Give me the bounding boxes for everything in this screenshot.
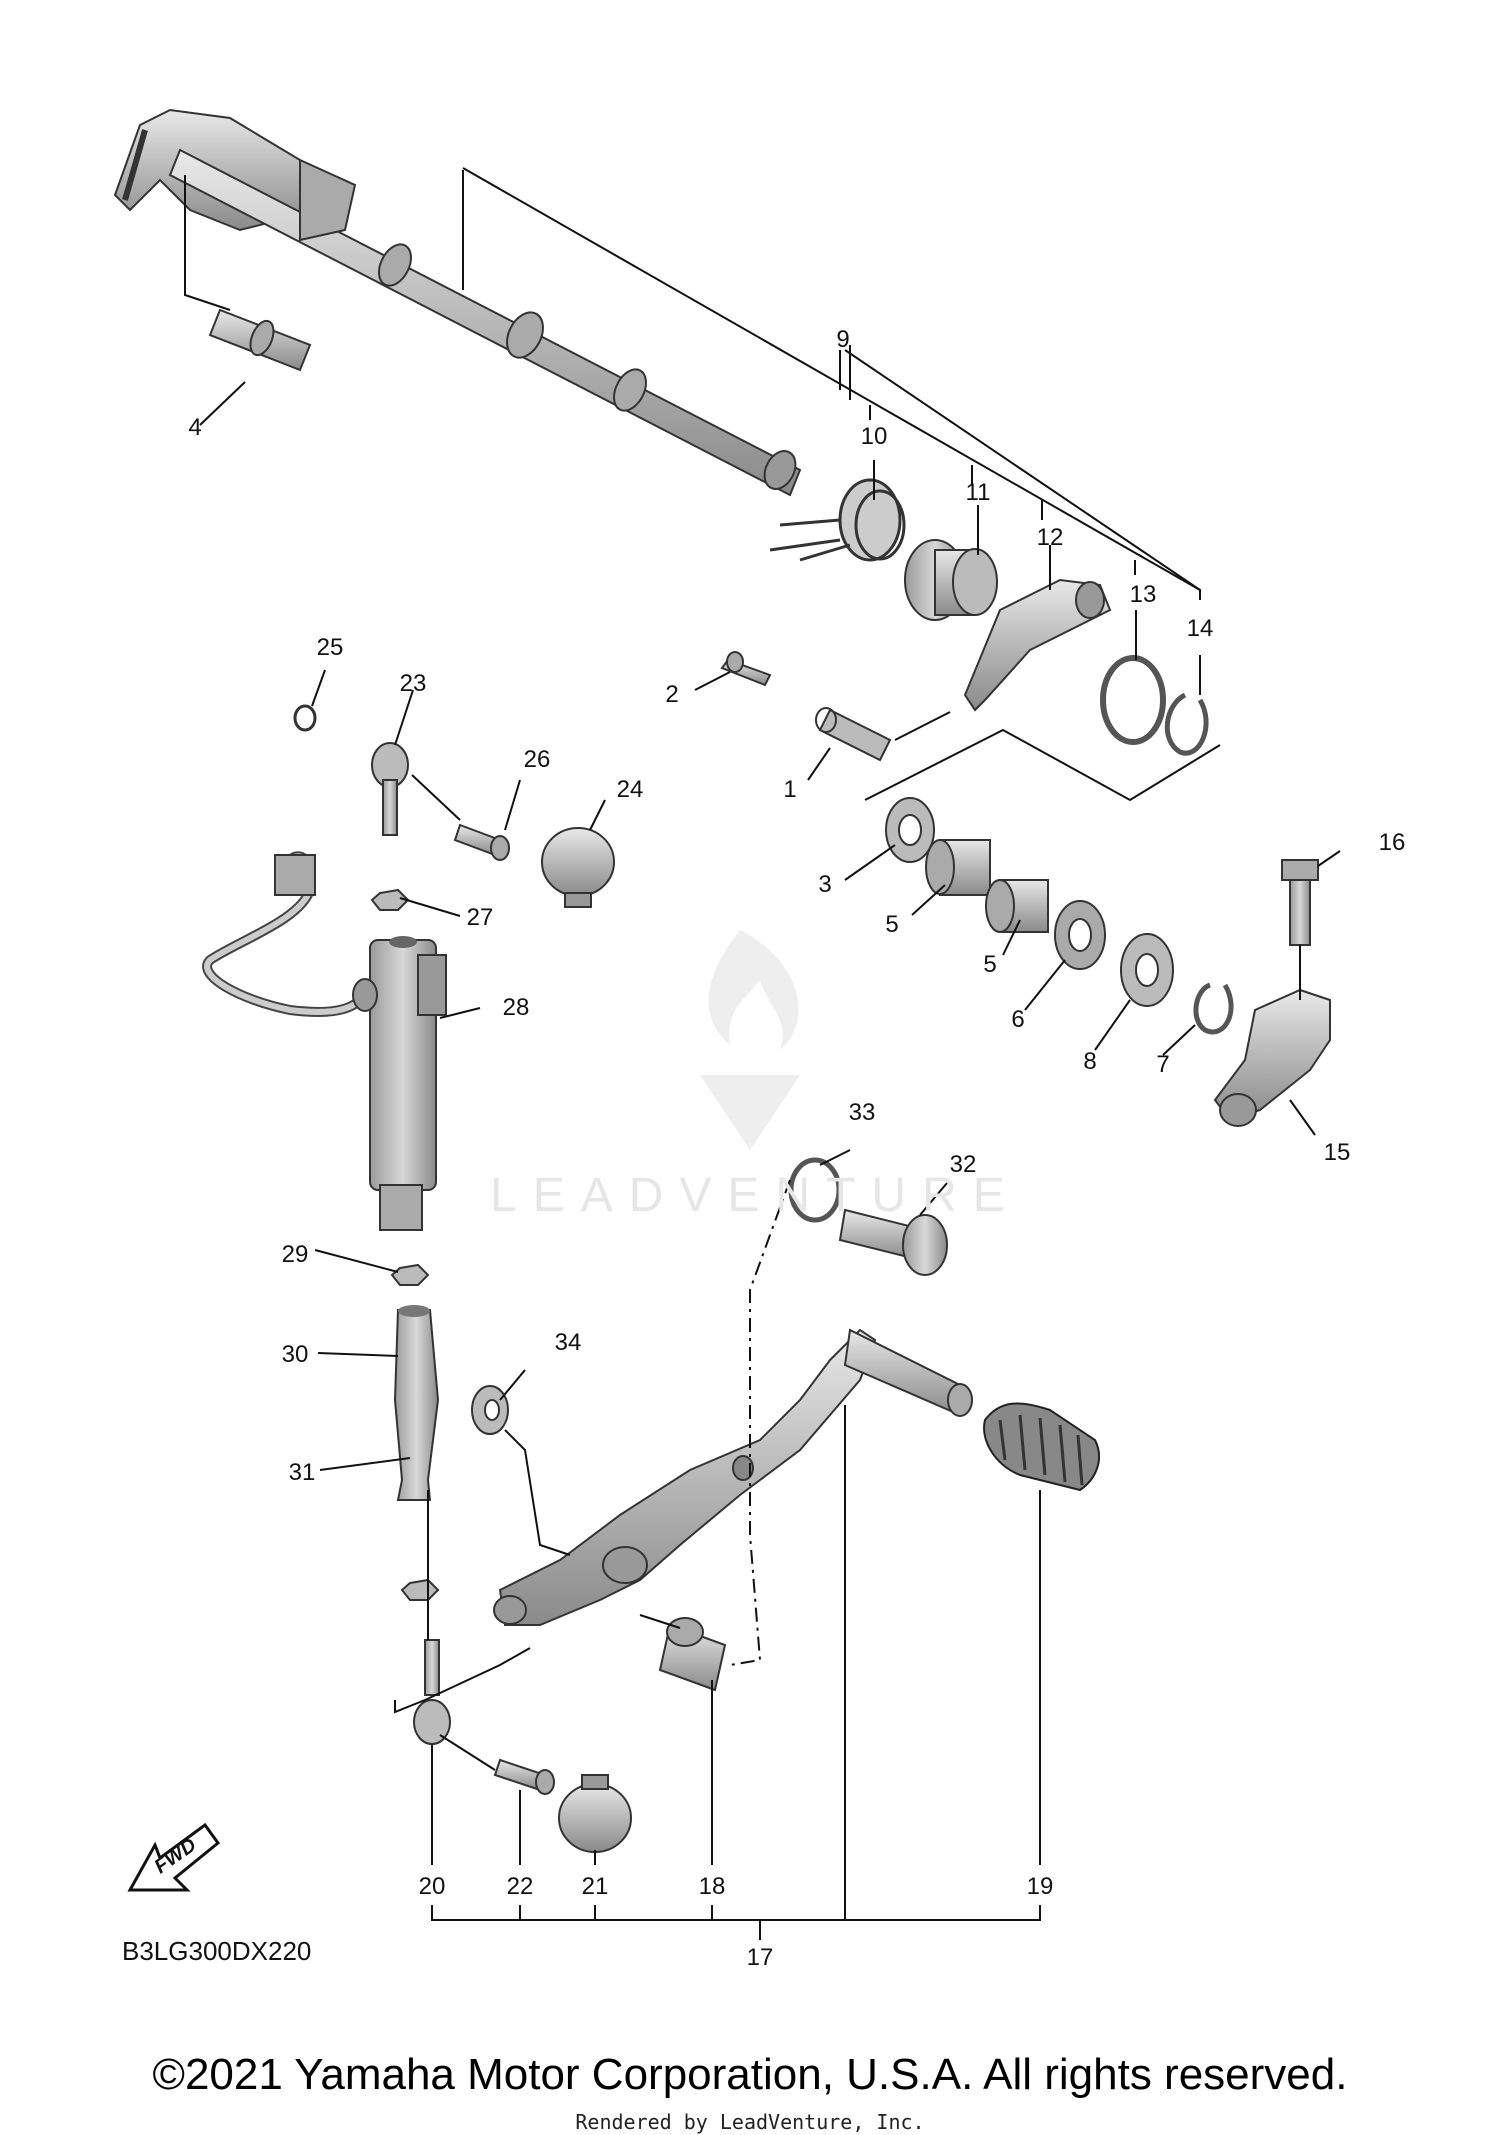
- bolt-26: [453, 823, 510, 861]
- washer-8: [1120, 933, 1174, 1007]
- callout-8: 8: [1083, 1048, 1097, 1075]
- callout-9: 9: [836, 326, 850, 353]
- pin-4: [208, 308, 312, 372]
- leader-lines: [184, 167, 1341, 1940]
- seal-6: [1054, 900, 1106, 970]
- circlip-14: [1164, 692, 1209, 756]
- callout-16: 16: [1378, 829, 1406, 856]
- bushing-18: [658, 1617, 727, 1692]
- callout-21: 21: [581, 1873, 609, 1900]
- spring-10: [769, 478, 906, 562]
- bushing-5a: [925, 839, 991, 896]
- nut-31: [400, 1578, 440, 1601]
- rod-30: [393, 1305, 440, 1501]
- circlip-7: [1193, 982, 1234, 1035]
- fwd-arrow-icon: [127, 1822, 221, 1892]
- callout-33: 33: [848, 1099, 876, 1126]
- callout-5b: 5: [983, 951, 997, 978]
- callout-7: 7: [1156, 1051, 1170, 1078]
- washer-3: [885, 797, 935, 863]
- watermark-logo: [700, 930, 800, 1150]
- callout-13: 13: [1129, 581, 1157, 608]
- copyright-notice: ©2021 Yamaha Motor Corporation, U.S.A. A…: [152, 2050, 1348, 2099]
- callout-28: 28: [502, 994, 530, 1021]
- callout-27: 27: [466, 904, 494, 931]
- bolt-22: [493, 1758, 555, 1795]
- callout-5a: 5: [885, 911, 899, 938]
- callout-34: 34: [554, 1329, 582, 1356]
- callout-2: 2: [665, 681, 679, 708]
- rod-end-23: [371, 742, 409, 836]
- callout-25: 25: [316, 634, 344, 661]
- callout-20: 20: [418, 1873, 446, 1900]
- callout-4: 4: [188, 414, 202, 441]
- watermark-text: LEADVENTURE: [490, 1169, 1021, 1222]
- nut-27: [370, 888, 410, 911]
- bolt-16: [1281, 859, 1319, 946]
- rod-end-20: [413, 1639, 451, 1745]
- o-ring-33: [788, 1157, 842, 1223]
- shift-arm-15: [1213, 988, 1331, 1127]
- callout-30: 30: [281, 1341, 309, 1368]
- callout-11: 11: [965, 479, 991, 506]
- callout-32: 32: [949, 1151, 977, 1178]
- callout-22: 22: [506, 1873, 534, 1900]
- pivot-bolt-32: [838, 1208, 948, 1276]
- callout-24: 24: [616, 776, 644, 803]
- callout-31: 31: [288, 1459, 316, 1486]
- circlip-25: [293, 704, 317, 732]
- washer-34: [471, 1385, 509, 1435]
- pedal-rubber-19: [983, 1402, 1100, 1492]
- bushing-5b: [985, 879, 1049, 933]
- rendered-by-notice: Rendered by LeadVenture, Inc.: [575, 2110, 925, 2134]
- callout-3: 3: [818, 871, 832, 898]
- callout-14: 14: [1186, 615, 1214, 642]
- plate-12: [963, 578, 1112, 712]
- callout-6: 6: [1011, 1006, 1025, 1033]
- spring-1: [815, 707, 892, 762]
- nut-29: [390, 1263, 430, 1286]
- cover-24: [541, 827, 615, 908]
- callout-17: 17: [746, 1944, 774, 1971]
- callout-19: 19: [1026, 1873, 1054, 1900]
- callout-26: 26: [523, 746, 551, 773]
- callout-12: 12: [1036, 524, 1064, 551]
- callout-15: 15: [1323, 1139, 1351, 1166]
- collar-11: [904, 539, 998, 621]
- shift-sensor-28: [202, 851, 447, 1231]
- shift-pedal-lever: [493, 1328, 973, 1626]
- washer-13: [1100, 655, 1166, 745]
- diagram-code: B3LG300DX220: [122, 1936, 312, 1966]
- callout-1: 1: [783, 776, 797, 803]
- cover-21: [558, 1774, 632, 1853]
- callout-29: 29: [281, 1241, 309, 1268]
- callout-10: 10: [860, 423, 888, 450]
- shift-shaft: [113, 108, 802, 497]
- callout-18: 18: [698, 1873, 726, 1900]
- bolt-2: [720, 651, 772, 687]
- callout-23: 23: [399, 670, 427, 697]
